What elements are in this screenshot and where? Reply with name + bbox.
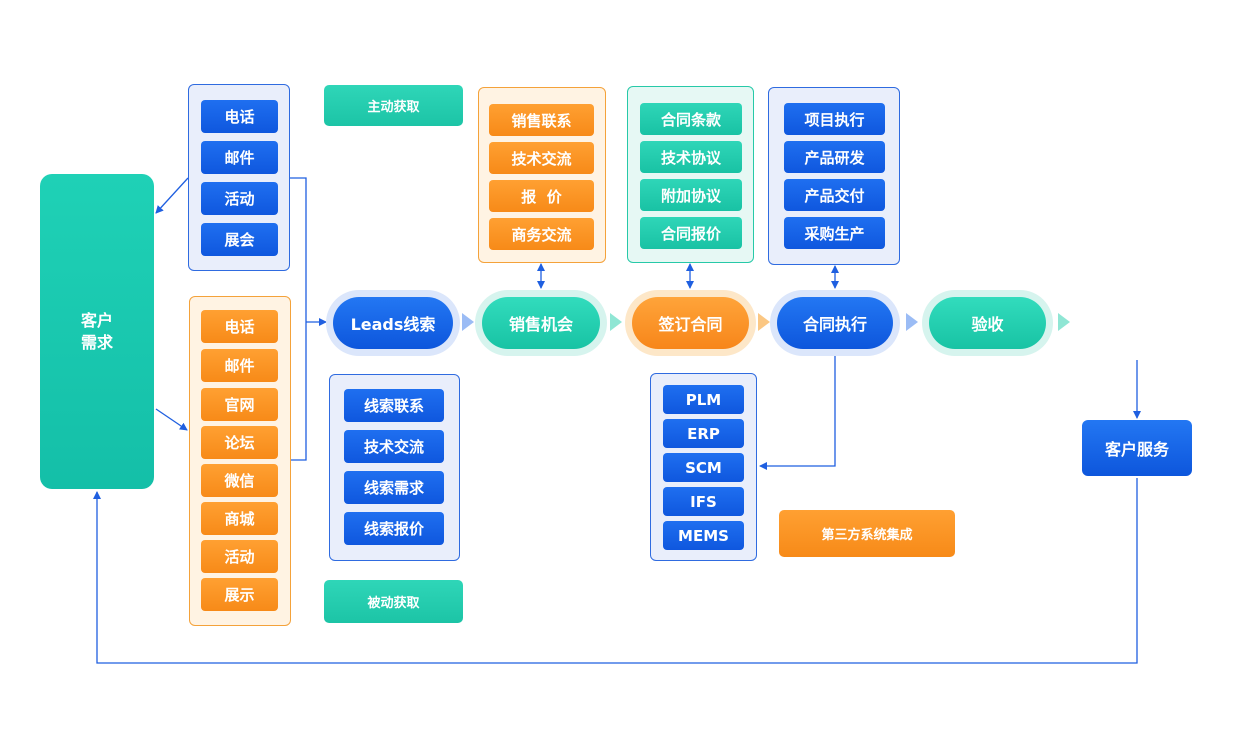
active-channel-item: 电话 <box>201 100 278 133</box>
system-item: PLM <box>663 385 744 414</box>
third-party-integration-tag: 第三方系统集成 <box>779 510 955 557</box>
stage-leads-label: Leads线索 <box>333 297 453 349</box>
active-channels-panel: 电话 邮件 活动 展会 <box>188 84 290 271</box>
stage-contract-label: 签订合同 <box>632 297 749 349</box>
active-channel-item: 展会 <box>201 223 278 256</box>
contract-term-item: 合同报价 <box>640 217 742 249</box>
flow-chevron <box>610 313 622 331</box>
contract-terms-panel: 合同条款 技术协议 附加协议 合同报价 <box>627 86 754 263</box>
execution-task-item: 产品研发 <box>784 141 885 173</box>
passive-channel-item: 展示 <box>201 578 278 611</box>
execution-task-item: 采购生产 <box>784 217 885 249</box>
active-channel-item: 邮件 <box>201 141 278 174</box>
lead-tasks-panel: 线索联系 技术交流 线索需求 线索报价 <box>329 374 460 561</box>
passive-channel-item: 电话 <box>201 310 278 343</box>
stage-opportunity: 销售机会 <box>475 290 607 356</box>
systems-panel: PLM ERP SCM IFS MEMS <box>650 373 757 561</box>
passive-channel-item: 邮件 <box>201 349 278 382</box>
passive-channel-item: 论坛 <box>201 426 278 459</box>
lead-task-item: 技术交流 <box>344 430 444 463</box>
flow-chevron <box>1058 313 1070 331</box>
flow-chevron <box>906 313 918 331</box>
system-item: ERP <box>663 419 744 448</box>
passive-channel-item: 微信 <box>201 464 278 497</box>
stage-contract: 签订合同 <box>625 290 756 356</box>
contract-term-item: 技术协议 <box>640 141 742 173</box>
active-to-demand-arrow <box>155 177 189 214</box>
opportunity-task-item: 技术交流 <box>489 142 594 174</box>
opportunity-tasks-panel: 销售联系 技术交流 报 价 商务交流 <box>478 87 606 263</box>
execution-task-item: 产品交付 <box>784 179 885 211</box>
customer-service-box: 客户服务 <box>1082 420 1192 476</box>
active-acquisition-tag: 主动获取 <box>324 85 463 126</box>
opportunity-task-item: 商务交流 <box>489 218 594 250</box>
stage-execution: 合同执行 <box>770 290 900 356</box>
stage-leads: Leads线索 <box>326 290 460 356</box>
stage-opportunity-label: 销售机会 <box>482 297 600 349</box>
customer-demand-box: 客户 需求 <box>40 174 154 489</box>
flow-chevron <box>462 313 474 331</box>
passive-channel-item: 活动 <box>201 540 278 573</box>
active-channel-item: 活动 <box>201 182 278 215</box>
stage-acceptance-label: 验收 <box>929 297 1046 349</box>
lead-task-item: 线索联系 <box>344 389 444 422</box>
stage-acceptance: 验收 <box>922 290 1053 356</box>
contract-term-item: 附加协议 <box>640 179 742 211</box>
demand-to-passive-arrow <box>155 408 188 431</box>
stage-execution-label: 合同执行 <box>777 297 893 349</box>
passive-channel-item: 商城 <box>201 502 278 535</box>
passive-channels-panel: 电话 邮件 官网 论坛 微信 商城 活动 展示 <box>189 296 291 626</box>
passive-acquisition-tag: 被动获取 <box>324 580 463 623</box>
execution-to-systems-connector <box>759 356 836 470</box>
system-item: SCM <box>663 453 744 482</box>
lead-task-item: 线索需求 <box>344 471 444 504</box>
system-item: IFS <box>663 487 744 516</box>
execution-tasks-panel: 项目执行 产品研发 产品交付 采购生产 <box>768 87 900 265</box>
system-item: MEMS <box>663 521 744 550</box>
opportunity-task-item: 报 价 <box>489 180 594 212</box>
execution-task-item: 项目执行 <box>784 103 885 135</box>
customer-demand-label: 客户 需求 <box>80 310 113 352</box>
feedback-loop-arrow <box>93 478 1138 664</box>
channels-to-leads-connector <box>290 177 307 461</box>
lead-task-item: 线索报价 <box>344 512 444 545</box>
flow-chevron <box>758 313 770 331</box>
contract-term-item: 合同条款 <box>640 103 742 135</box>
opportunity-task-item: 销售联系 <box>489 104 594 136</box>
passive-channel-item: 官网 <box>201 388 278 421</box>
